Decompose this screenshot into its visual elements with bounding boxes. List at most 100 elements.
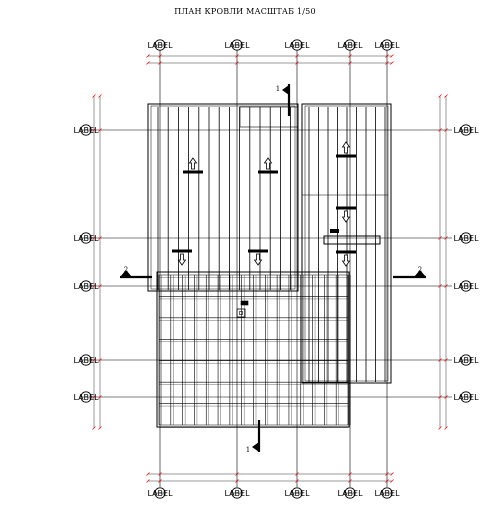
axis-bubbles: LABEL LABEL LABEL LABEL LABEL LABEL LABEL LABEL… [73,39,479,499]
dim-right-outer-tick-0 [444,94,448,98]
slope-arrow-mid-upper-head [263,157,273,170]
roof-outline [147,103,392,428]
axis-bubble-right-4-label: LABEL [453,393,479,402]
axis-bubble-bottom-0-label: LABEL [147,489,173,498]
dim-top-inner-tick-6 [390,61,394,65]
axis-bubble-bottom-3: LABEL [337,487,363,499]
dim-top-inner-tick-5 [385,61,389,65]
axis-bubble-top-3-label: LABEL [337,41,363,50]
axis-bubble-bottom-4-label: LABEL [374,489,400,498]
dim-right-outer-tick-4 [444,358,448,362]
axis-bubble-left-3: LABEL [73,354,99,366]
dim-right-inner-tick-6 [438,426,442,430]
axis-bubble-right-1: LABEL [453,232,479,244]
dim-left-outer-tick-3 [92,284,96,288]
axis-bubble-bottom-1: LABEL [224,487,250,499]
dim-right-outer-tick-1 [444,128,448,132]
dim-right-outer-tick-3 [444,284,448,288]
slope-arrow-mid-lower-bar [248,249,268,253]
axis-bubble-left-0: LABEL [73,124,99,136]
axis-bubble-top-2: LABEL [284,39,310,51]
axis-bubble-left-1-label: LABEL [73,234,99,243]
axis-bubble-top-1: LABEL [224,39,250,51]
dim-bottom-outer-tick-5 [385,479,389,483]
dim-bottom-inner-tick-5 [385,472,389,476]
dim-left-inner-tick-4 [98,358,102,362]
axis-bubble-top-4: LABEL [374,39,400,51]
dim-top-inner-tick-1 [158,61,162,65]
dim-left-outer-tick-5 [92,395,96,399]
dim-left-outer-tick-6 [92,426,96,430]
slope-arrow-right-middle-bar [336,206,356,210]
section-marker-right-flag [414,270,426,277]
axis-bubble-right-2-label: LABEL [453,282,479,291]
dim-right-inner-tick-5 [438,395,442,399]
dim-right-inner-tick-4 [438,358,442,362]
slope-arrow-right-middle [336,206,356,223]
dim-left-outer-tick-4 [92,358,96,362]
axis-bubble-left-1: LABEL [73,232,99,244]
roof-right-block [301,103,392,384]
dim-right-inner-tick-1 [438,128,442,132]
axis-bubble-top-0: LABEL [147,39,173,51]
dim-bottom-inner-tick-2 [235,472,239,476]
section-marker-right: 2 [393,266,426,279]
slope-arrow-left-upper [183,157,203,174]
axis-bubble-left-2-label: LABEL [73,282,99,291]
dim-bottom-inner-tick-1 [158,472,162,476]
roof-right-block-inner [304,105,389,382]
slope-arrow-right-upper [336,141,356,158]
dim-top-outer-tick-1 [158,54,162,58]
slope-arrow-right-upper-head [341,141,351,154]
roof-left-block [147,103,299,292]
dim-top-outer-tick-0 [146,54,150,58]
slope-arrow-right-lower [336,250,356,267]
dimension-chains [92,54,448,483]
section-marker-top-number: 1 [276,85,280,93]
dim-bottom-outer-tick-1 [158,479,162,483]
axis-bubble-left-4: LABEL [73,391,99,403]
roof-drain-tag [240,300,249,306]
axis-bubble-top-3: LABEL [337,39,363,51]
section-marker-left: 2 [120,266,152,279]
dim-bottom-outer-tick-6 [390,479,394,483]
dim-bottom-inner-tick-0 [146,472,150,476]
roof-drain-core [239,311,243,315]
axis-bubble-right-4: LABEL [453,391,479,403]
section-marker-right-number: 2 [418,266,422,274]
ridge-tag [330,229,339,233]
axis-bubble-left-3-label: LABEL [73,356,99,365]
dim-top-inner-tick-2 [235,61,239,65]
slope-arrow-right-upper-bar [336,154,356,158]
dim-left-inner-tick-1 [98,128,102,132]
axis-grid-lines [90,50,452,487]
dim-left-inner-tick-5 [98,395,102,399]
roof-drain [236,308,246,318]
axis-bubble-bottom-2: LABEL [284,487,310,499]
axis-bubble-right-3: LABEL [453,354,479,366]
axis-bubble-bottom-2-label: LABEL [284,489,310,498]
axis-bubble-right-0-label: LABEL [453,126,479,135]
axis-bubble-top-2-label: LABEL [284,41,310,50]
slope-arrow-mid-lower [248,249,268,266]
dim-left-outer-tick-2 [92,236,96,240]
dim-top-inner-tick-4 [348,61,352,65]
axis-bubble-left-4-label: LABEL [73,393,99,402]
slope-arrow-right-lower-bar [336,250,356,254]
dim-bottom-inner-tick-3 [295,472,299,476]
dim-left-inner-tick-3 [98,284,102,288]
dim-right-outer-tick-6 [444,426,448,430]
section-markers: 1 1 2 2 [120,84,426,454]
dim-right-inner-tick-2 [438,236,442,240]
tile-grid [158,274,351,428]
section-marker-bottom-flag [252,442,259,452]
dim-left-inner-tick-0 [98,94,102,98]
dim-bottom-outer-tick-0 [146,479,150,483]
section-marker-left-flag [120,270,132,277]
section-marker-bottom-number: 1 [246,446,250,454]
dim-top-inner-tick-3 [295,61,299,65]
section-marker-bottom: 1 [246,420,261,454]
slope-arrow-mid-upper-bar [258,170,278,174]
dim-top-outer-tick-6 [390,54,394,58]
